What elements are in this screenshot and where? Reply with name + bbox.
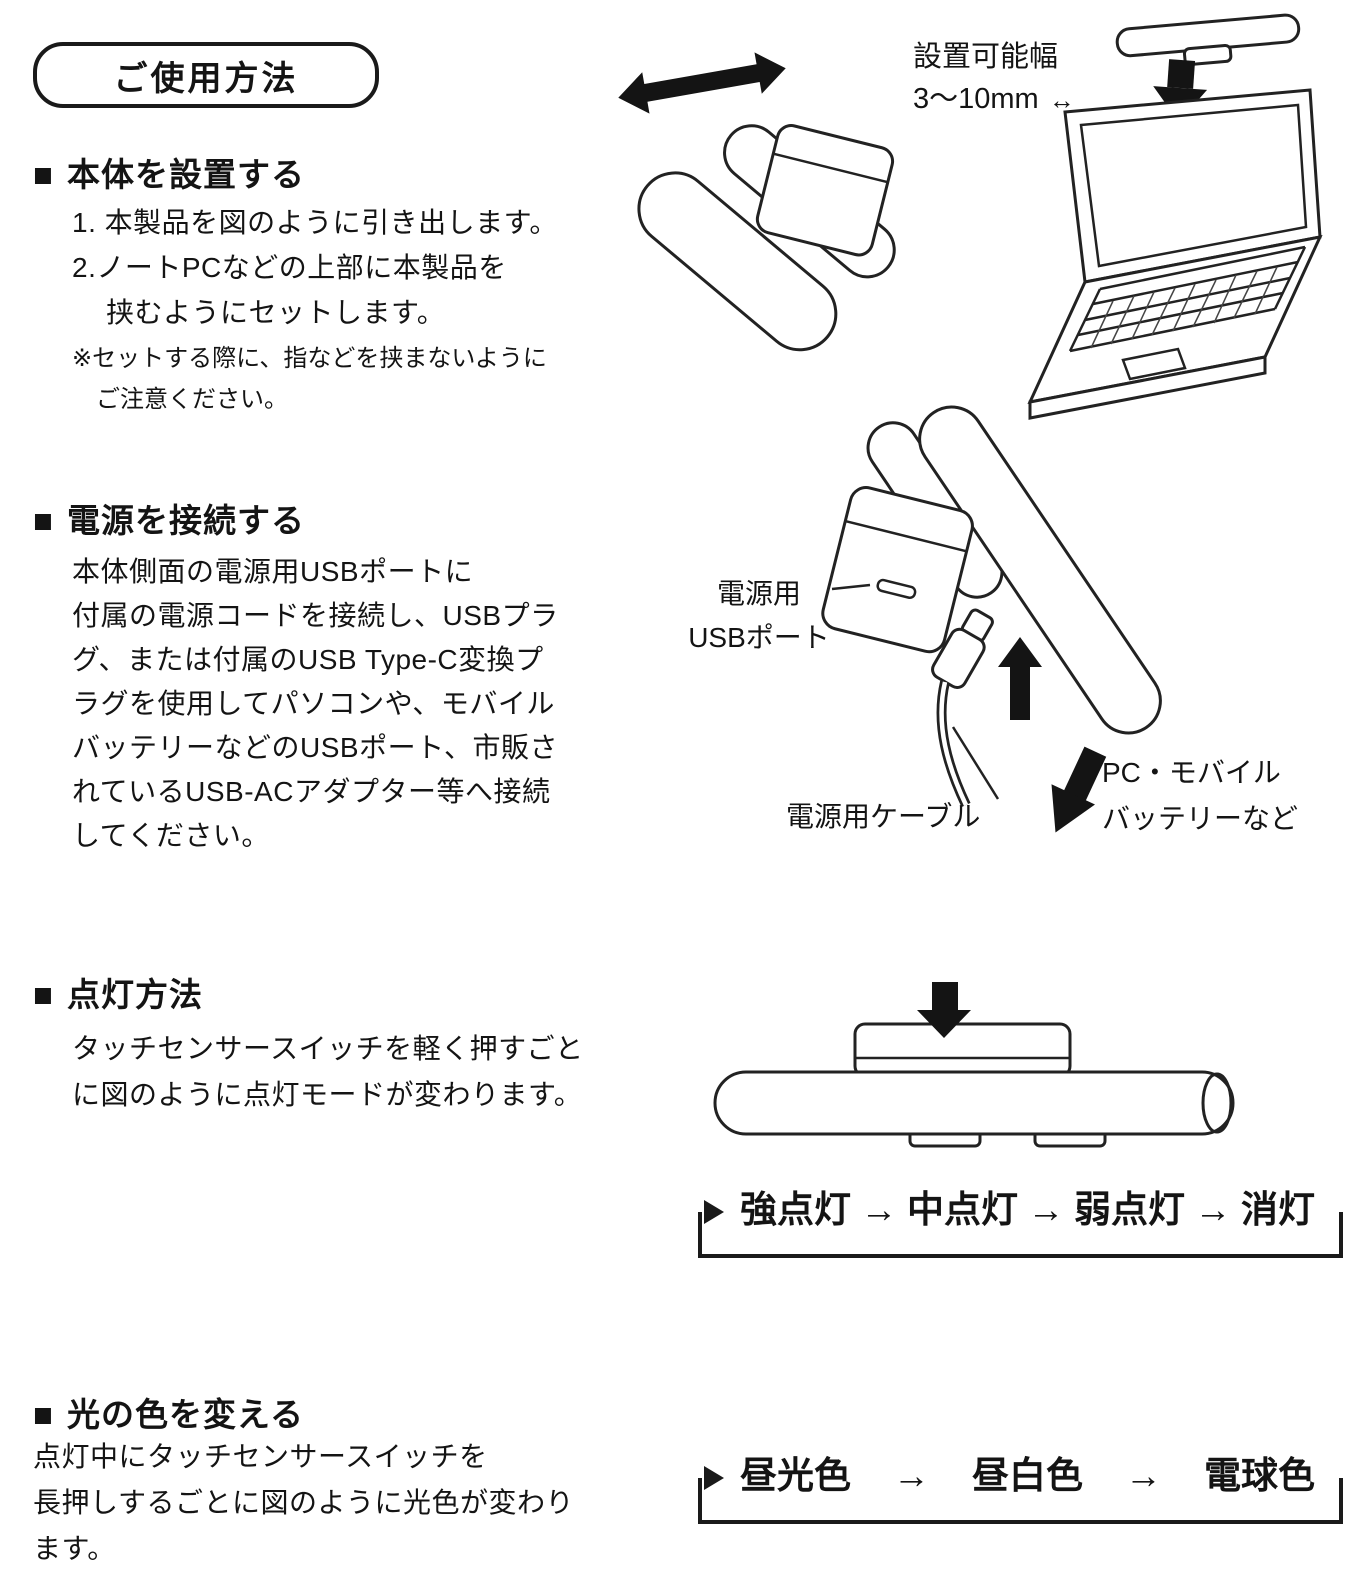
install-note: ご注意ください。 (96, 386, 288, 413)
install-note: ※セットする際に、指などを挟まないように (72, 345, 547, 372)
power-body-line: れているUSB-ACアダプター等へ接続 (72, 776, 551, 807)
section-title-lighting: ■ 点灯方法 (33, 968, 203, 1016)
flow-arrow-icon: → (1194, 1189, 1232, 1230)
section-title-power: ■ 電源を接続する (33, 494, 305, 542)
lighting-body: タッチセンサースイッチを軽く押すごと に図のように点灯モードが変わります。 (72, 1026, 584, 1118)
section-marker-icon: ■ (33, 1396, 54, 1433)
power-body-line: ラグを使用してパソコンや、モバイル (72, 688, 555, 719)
plug-up-arrow-icon (998, 637, 1042, 720)
power-body-line: 付属の電源コードを接続し、USBプラ (72, 600, 559, 631)
mode-strong: 強点灯 (740, 1189, 851, 1230)
slide-direction-arrow-icon (618, 52, 786, 114)
flow-entry-arrow-icon (704, 1200, 724, 1224)
install-step: 2.ノートPCなどの上部に本製品を (72, 252, 507, 283)
light-color-flow: 昼光色 → 昼白色 → 電球色 (698, 1452, 1343, 1524)
tube-end-cap (1201, 1072, 1233, 1134)
flow-arrow-icon: → (860, 1189, 898, 1230)
section-title-lighting-text: 点灯方法 (66, 976, 203, 1013)
cable-leader-line (951, 726, 1000, 800)
usb-port-label: 電源用 USBポート (680, 572, 838, 660)
clip-box (821, 486, 974, 654)
power-body: 本体側面の電源用USBポートに 付属の電源コードを接続し、USBプラ グ、または… (72, 550, 559, 858)
width-note: 設置可能幅 3〜10mm↔ (913, 36, 1075, 121)
usb-port-label-line: USBポート (688, 622, 830, 653)
laptop-touchpad (1121, 347, 1187, 381)
flow-entry-arrow-icon (704, 1466, 724, 1490)
width-note-line: 3〜10mm (913, 83, 1039, 115)
power-illustration (821, 405, 1162, 833)
color-body-line: 点灯中にタッチセンサースイッチを (33, 1441, 488, 1472)
power-target-line: バッテリーなど (1102, 803, 1299, 834)
flow-arrow-icon: → (893, 1455, 930, 1496)
laptop-keyboard (1068, 245, 1307, 353)
touch-sensor-illustration (713, 982, 1235, 1148)
flow-arrow-icon: → (1125, 1455, 1162, 1496)
usage-badge-label: ご使用方法 (113, 59, 299, 98)
power-body-line: してください。 (72, 820, 270, 851)
laptop-illustration (1027, 13, 1323, 420)
section-marker-icon: ■ (33, 156, 54, 193)
section-title-power-text: 電源を接続する (66, 502, 305, 539)
mode-medium: 中点灯 (907, 1189, 1018, 1230)
section-title-color-text: 光の色を変える (66, 1396, 304, 1433)
usb-plug (931, 608, 994, 689)
usb-port-leader-line (831, 583, 871, 591)
lighting-body-line: タッチセンサースイッチを軽く押すごと (72, 1033, 584, 1064)
color-neutral-white: 昼白色 (972, 1455, 1083, 1496)
flow-loop-line (698, 1478, 1343, 1524)
install-step: 挟むようにセットします。 (106, 297, 446, 328)
mode-off: 消灯 (1241, 1189, 1315, 1230)
section-title-install: ■ 本体を設置する (33, 148, 305, 196)
lighting-mode-flow: 強点灯 → 中点灯 → 弱点灯 → 消灯 (698, 1186, 1343, 1258)
section-title-install-text: 本体を設置する (66, 156, 305, 193)
power-body-line: グ、または付属のUSB Type-C変換プ (72, 644, 544, 675)
color-body-line: ます。 (33, 1533, 116, 1564)
install-notes: ※セットする際に、指などを挟まないように ご注意ください。 (72, 338, 547, 420)
flow-arrow-icon: → (1027, 1189, 1065, 1230)
light-bar-top (1115, 13, 1301, 67)
light-bar-tube (918, 405, 1162, 735)
light-bar-tube (713, 1070, 1235, 1136)
width-note-line: 設置可能幅 (913, 41, 1059, 73)
color-body-line: 長押しするごとに図のように光色が変わり (33, 1487, 574, 1518)
section-marker-icon: ■ (33, 502, 54, 539)
pullout-illustration (618, 52, 896, 352)
clip-box (755, 124, 895, 257)
power-body-line: バッテリーなどのUSBポート、市販さ (72, 732, 559, 763)
usb-port-label-line: 電源用 (716, 578, 801, 609)
mode-weak: 弱点灯 (1074, 1189, 1185, 1230)
flow-loop-line (698, 1212, 1343, 1258)
color-body: 点灯中にタッチセンサースイッチを 長押しするごとに図のように光色が変わり ます。 (33, 1434, 574, 1572)
lighting-body-line: に図のように点灯モードが変わります。 (72, 1079, 583, 1110)
install-steps: 1. 本製品を図のように引き出します。 2.ノートPCなどの上部に本製品を 挟む… (72, 200, 558, 335)
cable-label: 電源用ケーブル (786, 801, 981, 832)
power-body-line: 本体側面の電源用USBポートに (72, 556, 474, 587)
usb-port (876, 578, 917, 600)
color-warm: 電球色 (1204, 1455, 1315, 1496)
laptop-screen-inner (1079, 103, 1308, 268)
light-bar-tube (637, 171, 838, 352)
section-title-color: ■ 光の色を変える (33, 1388, 304, 1436)
color-daylight: 昼光色 (740, 1455, 851, 1496)
install-step: 1. 本製品を図のように引き出します。 (72, 207, 558, 238)
usage-badge: ご使用方法 (33, 42, 379, 108)
power-target-line: PC・モバイル (1102, 757, 1281, 788)
power-target-label: PC・モバイル バッテリーなど (1102, 750, 1298, 842)
press-down-arrow-icon (917, 982, 971, 1038)
section-marker-icon: ■ (33, 976, 54, 1013)
laptop-base-front (1028, 355, 1267, 420)
touch-sensor-clip (853, 1022, 1072, 1078)
to-power-down-arrow-icon (1051, 746, 1107, 833)
